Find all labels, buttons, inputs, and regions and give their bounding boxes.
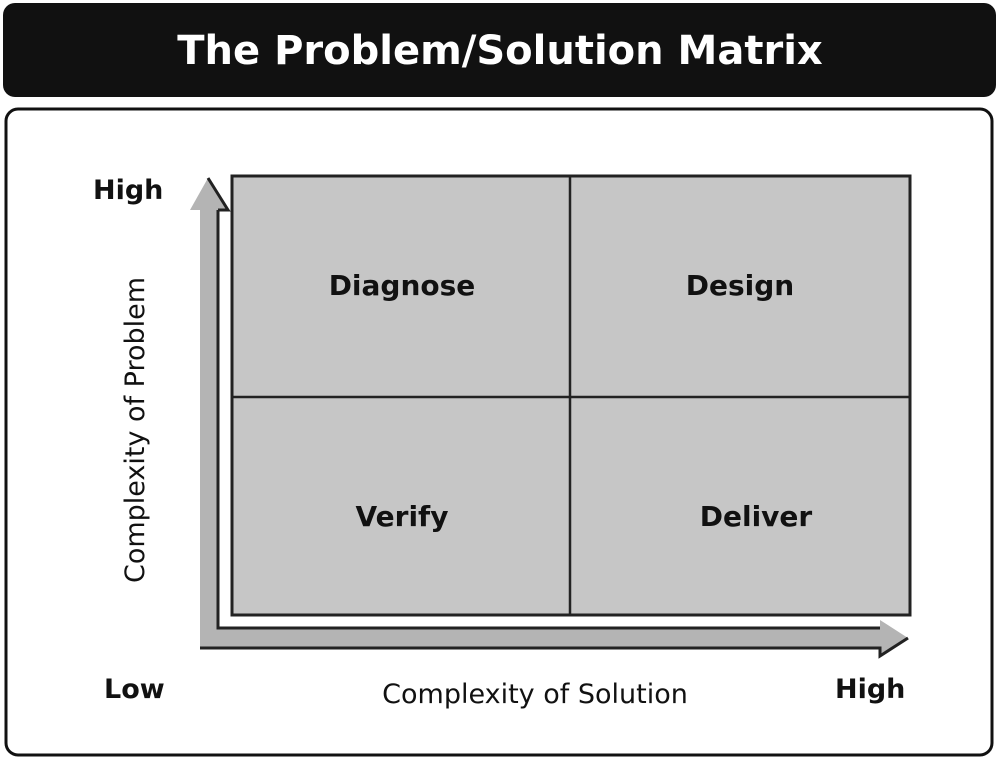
axes-arrow-shadow bbox=[216, 210, 880, 630]
title: The Problem/Solution Matrix bbox=[177, 28, 823, 74]
y-axis-title: Complexity of Problem bbox=[120, 277, 151, 583]
quadrant-diagnose: Diagnose bbox=[329, 269, 476, 302]
quadrant-deliver: Deliver bbox=[700, 500, 813, 533]
quadrant-design: Design bbox=[686, 269, 794, 302]
x-axis-high-label: High bbox=[835, 674, 905, 705]
quadrant-grid bbox=[230, 174, 912, 617]
y-axis-high-label: High bbox=[93, 175, 163, 206]
title-bar bbox=[3, 3, 996, 97]
quadrant-verify: Verify bbox=[356, 500, 449, 533]
x-axis-low-label: Low bbox=[104, 674, 165, 705]
x-axis-title: Complexity of Solution bbox=[382, 679, 688, 710]
